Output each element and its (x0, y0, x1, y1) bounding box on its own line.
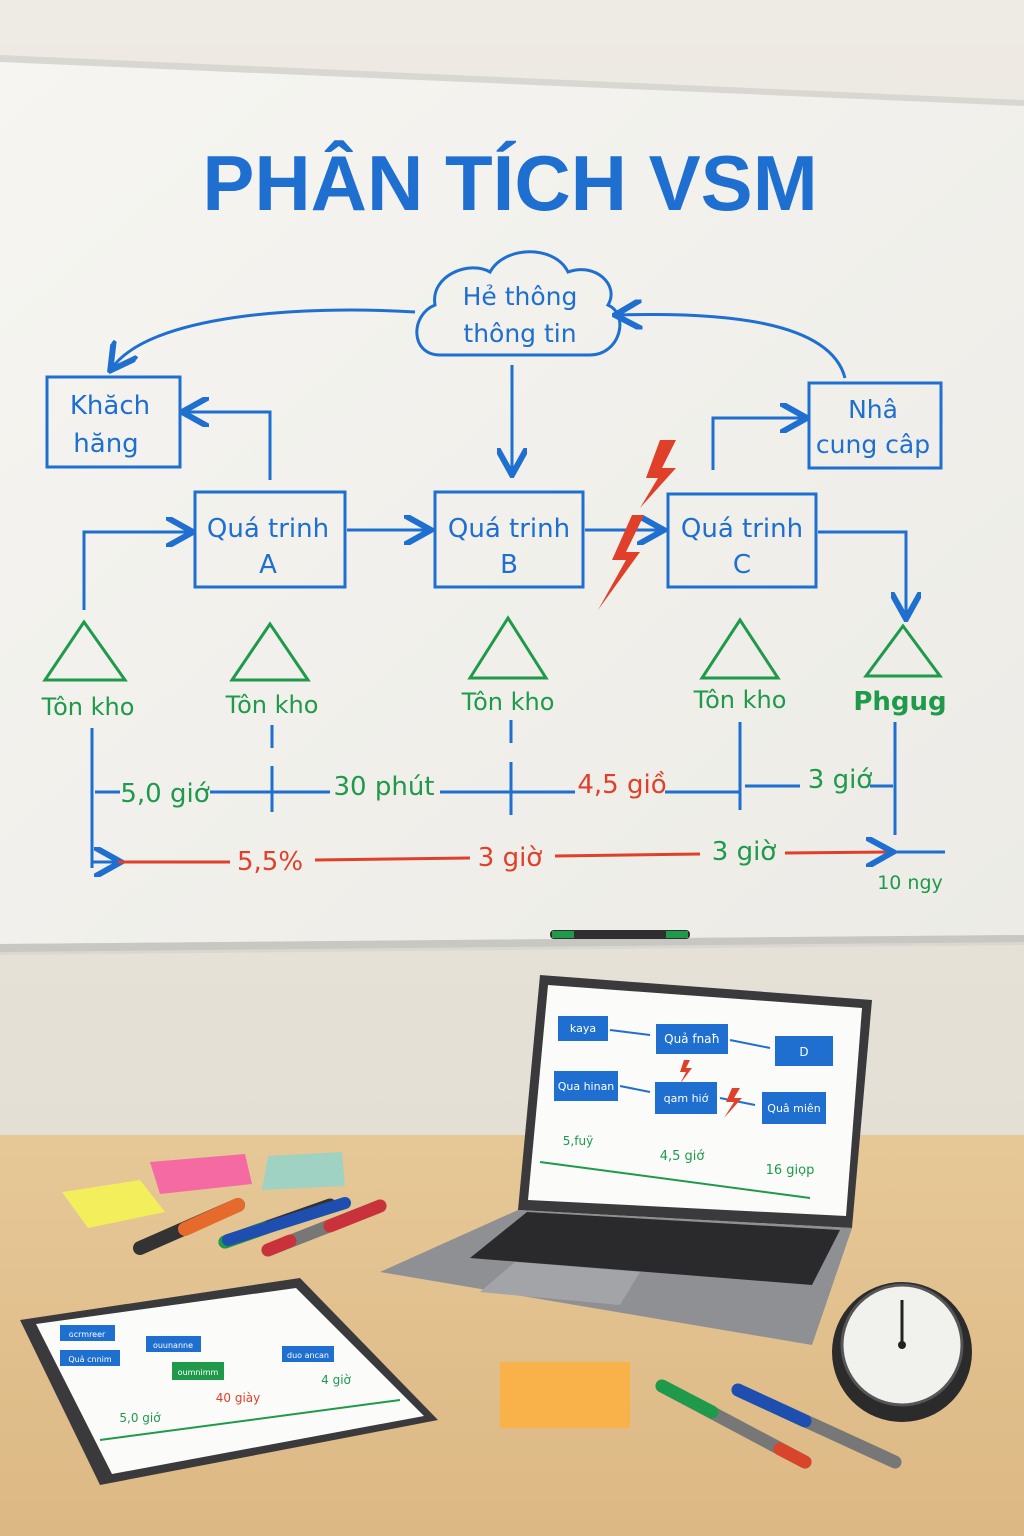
tablet-timeline-value: 40 giày (216, 1391, 261, 1405)
customer-line2: hăng (73, 429, 138, 459)
stopwatch-icon (832, 1282, 972, 1422)
laptop-box-label: Quả fnaħ (664, 1032, 720, 1046)
process-a-line2: A (259, 550, 277, 580)
sticky-note-teal (262, 1152, 345, 1190)
process-c-line2: C (733, 550, 751, 580)
process-b-line2: B (500, 550, 518, 580)
sticky-note-orange (500, 1362, 630, 1428)
tablet-box-label: ɢcrmreer (69, 1330, 106, 1339)
bolt-icon (640, 440, 676, 508)
timeline-red-line (118, 852, 890, 862)
sticky-note-yellow (62, 1180, 165, 1228)
timeline-lines (90, 720, 945, 868)
timeline-bottom-value: 3 giờ (712, 837, 777, 867)
total-lead-time: 10 ngy (877, 872, 943, 894)
tablet-box-label: ouunanne (153, 1341, 193, 1350)
laptop-timeline-value: 4,5 giớ (660, 1149, 705, 1164)
laptop (380, 975, 872, 1345)
marker-blue (731, 1383, 902, 1469)
tablet (20, 1278, 438, 1485)
marker-red (261, 1199, 387, 1257)
inventory-triangle-icon (467, 615, 549, 680)
laptop-timeline-value: 5,fuÿ (563, 1134, 593, 1148)
laptop-box-label: Qua hinan (558, 1080, 615, 1093)
inventory-triangle-icon (863, 623, 943, 678)
supplier-line2: cung câp (816, 430, 930, 459)
timeline-top-value: 5,0 giớ (120, 779, 209, 809)
timeline-top-value: 3 giớ (808, 765, 873, 795)
info-system-line1: Hẻ thông (463, 282, 578, 311)
shipping-label: Phgug (853, 687, 946, 717)
board-title: PHÂN TÍCH VSM (202, 139, 817, 227)
tablet-timeline-value: 4 giờ (321, 1373, 351, 1387)
timeline-bottom-value: 5,5% (237, 847, 303, 877)
timeline-top-value: 30 phút (333, 772, 434, 802)
tablet-screen (36, 1288, 424, 1474)
inventory-triangle-icon (42, 619, 128, 682)
marker-tray-marker (550, 930, 690, 939)
process-c-line1: Quá trinh (681, 514, 803, 544)
laptop-keyboard (470, 1212, 840, 1285)
timeline-bottom-value: 3 giờ (478, 843, 543, 873)
inventory-label: Tôn kho (461, 688, 555, 716)
sticky-note-pink (150, 1154, 252, 1194)
customer-line1: Khăch (70, 391, 150, 421)
laptop-box-label: qam hiớ (664, 1092, 709, 1105)
inventory-triangles (42, 615, 943, 682)
supplier-line1: Nhâ (848, 395, 898, 424)
inventory-label: Tôn kho (41, 693, 135, 721)
process-a-line1: Quá trinh (207, 514, 329, 544)
flow-arrows (82, 310, 906, 616)
tablet-timeline-value: 5,0 giớ (119, 1411, 161, 1425)
laptop-timeline-value: 16 giọp (766, 1163, 815, 1178)
tablet-box-label: oumnimm (178, 1368, 219, 1377)
laptop-box-label: Quâ miên (767, 1102, 820, 1115)
tablet-box-label: duo ancan (287, 1351, 329, 1360)
info-system-line2: thông tin (463, 319, 576, 348)
marker-green (655, 1379, 812, 1469)
process-b-line1: Quá trinh (448, 514, 570, 544)
process-c-box (666, 492, 818, 589)
laptop-box-label: D (799, 1045, 808, 1059)
timeline-top-value: 4,5 giồ (577, 770, 666, 800)
inventory-label: Tôn kho (693, 686, 787, 714)
marker-orange (133, 1198, 245, 1255)
inventory-label: Tôn kho (225, 691, 319, 719)
inventory-triangle-icon (229, 621, 311, 682)
whiteboard (0, 55, 1024, 955)
inventory-triangle-icon (699, 617, 781, 680)
laptop-box-label: kaya (570, 1022, 596, 1035)
tablet-box-label: Quả cnnim (68, 1354, 112, 1364)
process-b-box (433, 490, 585, 589)
marker-blue (222, 1197, 351, 1246)
